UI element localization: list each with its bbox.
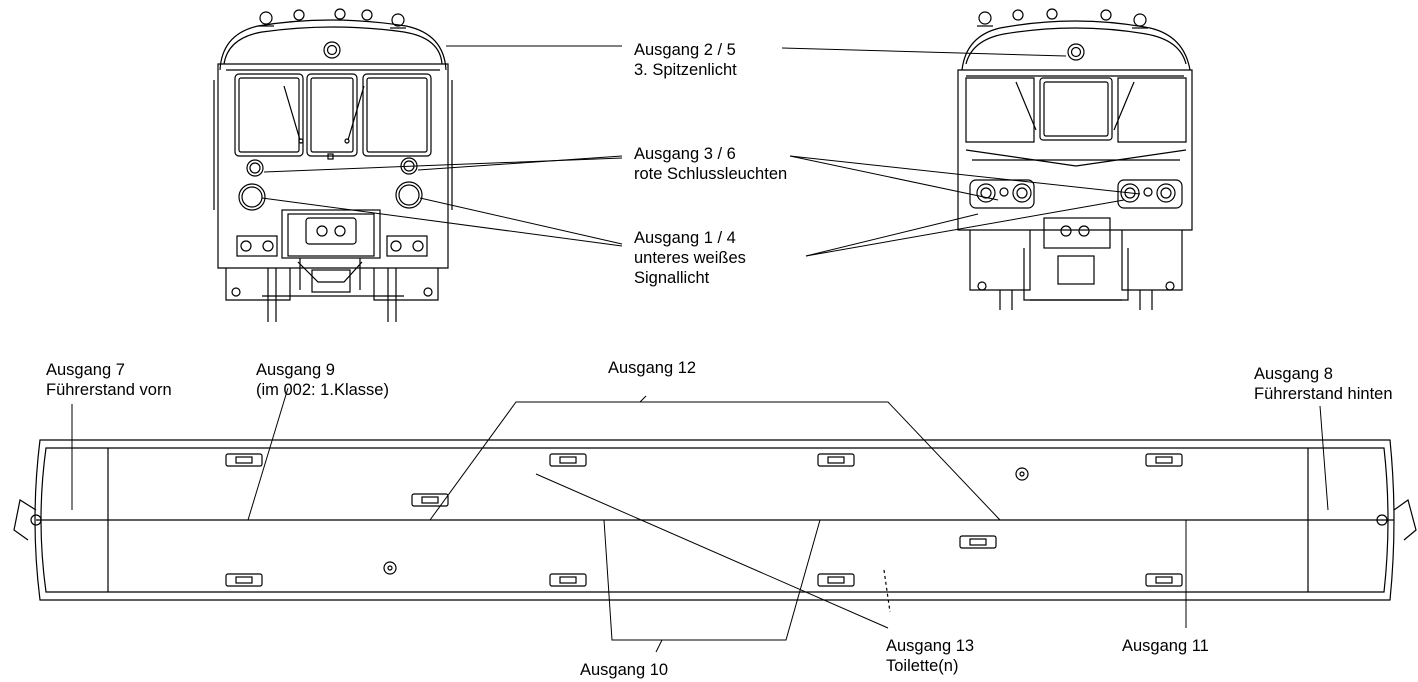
car-top-view (13, 439, 1417, 613)
top-headlight-right (1067, 43, 1085, 61)
label-output-13: Ausgang 13 Toilette(n) (886, 636, 974, 676)
leader-lines (71, 45, 1329, 653)
front-view-right (957, 8, 1193, 310)
car-outline (34, 439, 1395, 601)
signal-light-left-a (238, 183, 266, 211)
signal-light-left-b (395, 181, 423, 209)
label-output-8: Ausgang 8 Führerstand hinten (1254, 364, 1393, 404)
roof-outline-right (961, 20, 1191, 71)
coupler-right (1043, 217, 1111, 249)
signal-light-right-a (976, 183, 996, 203)
top-headlight-left (323, 41, 341, 59)
label-output-1-4-line1: Ausgang 1 / 4 (634, 229, 736, 247)
roof-fittings-right (977, 8, 1148, 29)
label-output-2-5: Ausgang 2 / 5 3. Spitzenlicht (634, 40, 737, 80)
label-output-7: Ausgang 7 Führerstand vorn (46, 360, 172, 400)
label-output-9-line1: Ausgang 9 (256, 361, 335, 379)
label-output-2-5-line2: 3. Spitzenlicht (634, 61, 737, 79)
roof-vents (225, 453, 1183, 587)
roof-outline-left (219, 19, 447, 71)
label-output-13-line1: Ausgang 13 (886, 637, 975, 655)
tail-light-left-a (246, 159, 264, 177)
front-view-left (213, 8, 453, 322)
label-output-3-6-line2: rote Schlussleuchten (634, 165, 788, 183)
label-output-1-4: Ausgang 1 / 4 unteres weißes Signallicht (634, 228, 746, 288)
label-output-3-6-line1: Ausgang 3 / 6 (634, 145, 736, 163)
coupler-left (305, 217, 357, 245)
label-output-7-line2: Führerstand vorn (46, 381, 172, 399)
label-output-8-line2: Führerstand hinten (1254, 385, 1393, 403)
label-output-7-line1: Ausgang 7 (46, 361, 125, 379)
tail-light-right-a (1012, 183, 1032, 203)
label-output-12-line1: Ausgang 12 (608, 359, 697, 377)
label-output-1-4-line3: Signallicht (634, 269, 710, 287)
label-output-9-line2: (im 002: 1.Klasse) (256, 381, 389, 399)
label-output-10: Ausgang 10 (580, 660, 668, 680)
label-output-3-6: Ausgang 3 / 6 rote Schlussleuchten (634, 144, 787, 184)
body-outline-right (957, 69, 1193, 231)
signal-light-right-b (1120, 183, 1140, 203)
label-output-12: Ausgang 12 (608, 358, 696, 378)
label-output-8-line1: Ausgang 8 (1254, 365, 1333, 383)
body-outline-left (217, 63, 449, 269)
label-output-10-line1: Ausgang 10 (580, 661, 669, 679)
label-output-2-5-line1: Ausgang 2 / 5 (634, 41, 736, 59)
label-output-11: Ausgang 11 (1122, 636, 1209, 656)
label-output-13-line2: Toilette(n) (886, 657, 959, 675)
roof-fittings-left (258, 8, 406, 29)
label-output-11-line1: Ausgang 11 (1122, 637, 1209, 655)
label-output-1-4-line2: unteres weißes (634, 249, 746, 267)
label-output-9: Ausgang 9 (im 002: 1.Klasse) (256, 360, 389, 400)
tail-light-right-b (1156, 183, 1176, 203)
